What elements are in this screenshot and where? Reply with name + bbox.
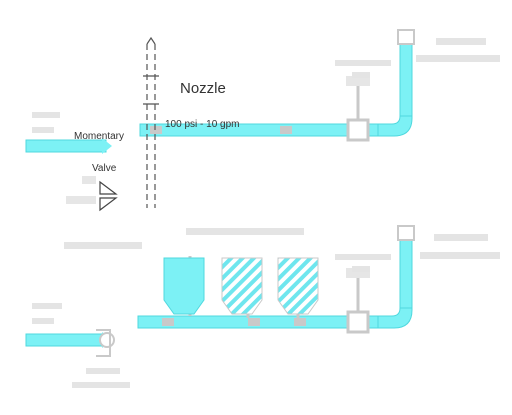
bottom-inlet-bracket bbox=[96, 329, 111, 357]
top-fitting-1 bbox=[150, 126, 162, 134]
bottom-fitting-2 bbox=[248, 318, 260, 326]
bottom-fittings bbox=[162, 318, 306, 326]
tank-1-solid bbox=[163, 257, 205, 315]
bottom-riser-cap bbox=[397, 225, 415, 241]
bottom-system bbox=[25, 225, 415, 357]
tank-3-hatched bbox=[277, 257, 319, 315]
bottom-riser-pipe bbox=[399, 239, 413, 309]
top-gauge-fitting bbox=[346, 76, 370, 142]
bottom-inlet-valve bbox=[99, 332, 115, 348]
top-riser-pipe bbox=[399, 43, 413, 117]
valve-label-line1: Momentary bbox=[74, 131, 125, 142]
top-riser-cap bbox=[397, 29, 415, 45]
pressure-flow-rating: 100 psi - 10 gpm bbox=[165, 119, 240, 130]
tank-bank bbox=[163, 256, 319, 318]
bottom-fitting-3 bbox=[294, 318, 306, 326]
bottom-gauge-fitting bbox=[346, 268, 370, 334]
bottom-fitting-1 bbox=[162, 318, 174, 326]
tank-2-hatched bbox=[221, 257, 263, 315]
nozzle-label: Nozzle bbox=[180, 80, 226, 97]
nozzle-outline bbox=[143, 36, 159, 208]
bottom-gauge-head bbox=[346, 268, 370, 278]
momentary-valve bbox=[66, 176, 118, 212]
bottom-inlet-pipe bbox=[25, 333, 107, 347]
valve-label-line2: Valve bbox=[92, 163, 117, 174]
top-gauge-head bbox=[346, 76, 370, 86]
top-fitting-2 bbox=[280, 126, 292, 134]
top-system bbox=[25, 29, 415, 212]
top-flow-arrow bbox=[102, 138, 112, 154]
